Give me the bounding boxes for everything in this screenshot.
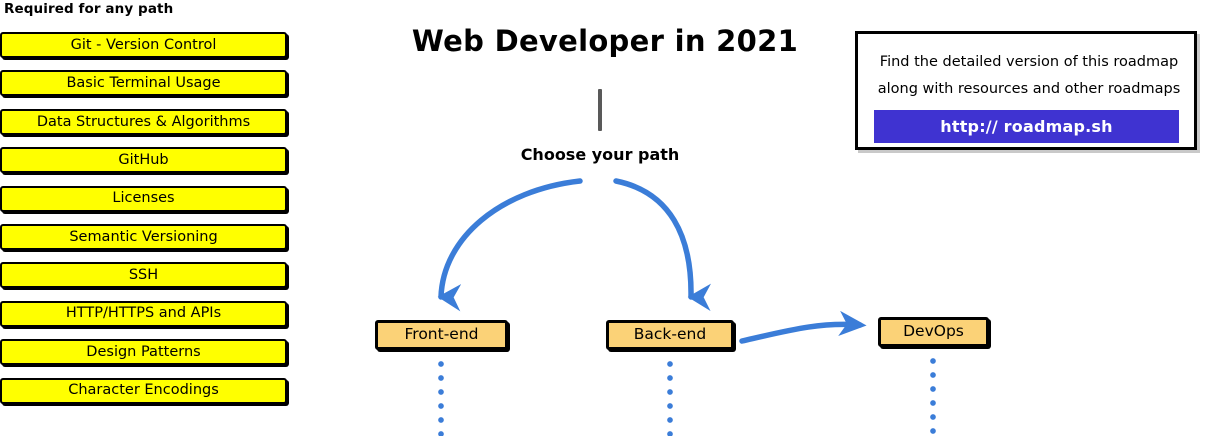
arrow-to-back-end: [613, 178, 712, 312]
arrow-back-end-to-devops: [739, 310, 867, 344]
required-item-label: Semantic Versioning: [69, 228, 218, 245]
page-title: Web Developer in 2021: [411, 24, 799, 58]
title-block: Web Developer in 2021: [380, 24, 830, 58]
required-item-data-structures-algorithms[interactable]: Data Structures & Algorithms: [0, 108, 287, 135]
required-item-ssh[interactable]: SSH: [0, 262, 287, 289]
required-item-basic-terminal-usage[interactable]: Basic Terminal Usage: [0, 70, 287, 97]
info-card-line-1: Find the detailed version of this roadma…: [879, 54, 1179, 70]
info-card-line-2: along with resources and other roadmaps: [877, 81, 1181, 97]
required-item-label: SSH: [128, 267, 159, 284]
required-item-label: Data Structures & Algorithms: [36, 113, 251, 130]
roadmap-info-card: Find the detailed version of this roadma…: [855, 31, 1197, 150]
required-item-http-https-and-apis[interactable]: HTTP/HTTPS and APIs: [0, 300, 287, 327]
required-item-design-patterns[interactable]: Design Patterns: [0, 339, 287, 366]
dotted-line-front-end: [438, 357, 444, 436]
trunk-connector-line: [598, 89, 602, 131]
path-box-label: Back-end: [633, 325, 707, 344]
required-items-list: Git - Version Control Basic Terminal Usa…: [0, 32, 300, 416]
required-item-semantic-versioning[interactable]: Semantic Versioning: [0, 223, 287, 250]
roadmap-url-button-label: http:// roadmap.sh: [940, 117, 1113, 136]
arrow-to-front-end: [437, 178, 583, 312]
required-item-label: Character Encodings: [68, 382, 219, 399]
required-section-heading: Required for any path: [4, 1, 174, 17]
path-box-label: Front-end: [404, 325, 479, 344]
path-box-devops[interactable]: DevOps: [878, 317, 989, 347]
required-item-git[interactable]: Git - Version Control: [0, 32, 287, 58]
required-item-label: HTTP/HTTPS and APIs: [65, 305, 222, 322]
path-box-back-end[interactable]: Back-end: [606, 320, 734, 350]
required-item-character-encodings[interactable]: Character Encodings: [0, 377, 287, 404]
required-item-label: Basic Terminal Usage: [66, 75, 221, 92]
path-box-front-end[interactable]: Front-end: [375, 320, 508, 350]
required-item-github[interactable]: GitHub: [0, 147, 287, 174]
required-item-label: GitHub: [118, 151, 169, 168]
roadmap-url-button[interactable]: http:// roadmap.sh: [874, 110, 1179, 143]
dotted-line-back-end: [667, 357, 673, 436]
dotted-line-devops: [930, 354, 936, 436]
required-item-label: Design Patterns: [86, 343, 201, 360]
required-item-label: Licenses: [112, 190, 175, 207]
required-for-any-path-section: Required for any path Git - Version Cont…: [0, 0, 300, 436]
required-item-label: Git - Version Control: [70, 36, 217, 53]
choose-your-path-label: Choose your path: [520, 145, 680, 164]
required-item-licenses[interactable]: Licenses: [0, 185, 287, 212]
path-box-label: DevOps: [903, 322, 964, 341]
